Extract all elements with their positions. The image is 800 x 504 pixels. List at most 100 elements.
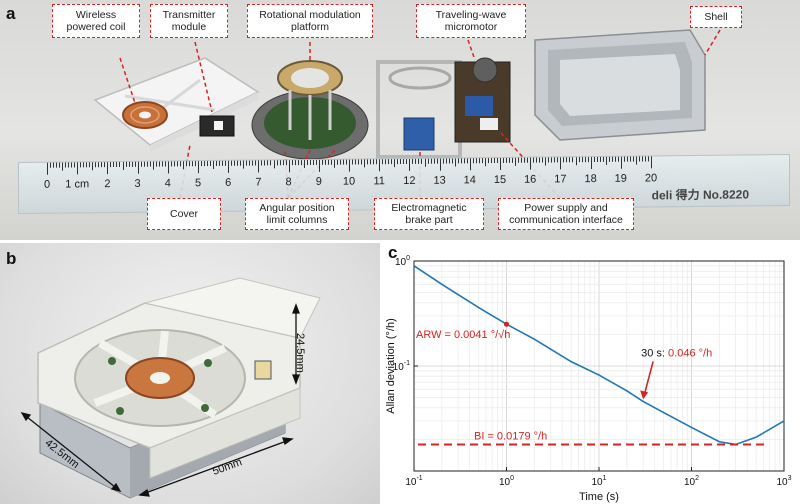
ruler-tick [194,161,196,167]
ruler-tick [599,156,601,162]
ruler-tick [409,158,411,171]
ruler-tick [632,156,634,162]
ruler-tick [623,156,625,162]
ruler-tick [518,157,520,163]
ruler-tick [626,156,628,162]
ruler-tick [92,162,94,171]
ruler-tick [201,161,203,167]
ruler-tick [563,157,565,163]
ruler-tick [122,161,124,170]
ruler-tick [569,157,571,163]
ruler-tick [382,159,384,165]
panel-letter-a: a [6,4,16,23]
x-tick-label: 100 [499,475,514,488]
callout-wireless-coil: Wireless powered coil [52,4,140,38]
ruler-tick [578,157,580,163]
ruler-tick [536,157,538,163]
ruler-tick [418,158,420,164]
ruler-tick [312,159,314,165]
ruler-tick [164,161,166,167]
ruler-tick [327,159,329,165]
ruler-tick [442,158,444,164]
ruler-number: 15 [493,173,507,187]
ruler-tick [216,160,218,166]
ruler-tick [641,156,643,162]
ruler-tick [466,158,468,164]
ruler-tick [140,161,142,167]
ruler-tick [554,157,556,163]
dimension-height: 24.5mm [294,333,306,373]
ruler-tick [581,157,583,163]
ruler-tick [170,161,172,167]
ruler-tick [110,162,112,168]
ruler-tick [448,158,450,164]
ruler-tick [433,158,435,164]
ruler-number: 14 [463,174,476,187]
ruler-tick [548,157,550,163]
series-point [662,411,665,414]
ruler-tick [95,162,97,168]
ruler-tick [635,156,637,165]
ruler-tick [56,162,58,168]
ruler-tick [47,162,48,175]
ruler-tick [155,161,157,167]
ruler-number: 12 [403,174,416,188]
series-point [690,426,693,429]
ruler-tick [336,159,338,165]
callout-shell: Shell [690,6,742,28]
ruler-tick [533,157,535,163]
ruler-tick [472,158,474,164]
ruler-tick [557,157,559,163]
ruler-tick [243,160,245,169]
ruler-brand: deli 得力 No.8220 [651,187,749,203]
series-point [642,400,644,403]
ruler-tick [415,158,417,164]
series-point [570,360,572,363]
ruler-tick [303,160,305,169]
ruler-tick [605,156,607,165]
panel-b-device-illustration [20,277,321,499]
x-tick-label: 10-1 [405,475,422,488]
series-point [718,440,721,443]
ruler-tick [68,162,70,168]
ruler-tick [228,160,230,173]
ruler-tick [370,159,372,165]
ruler-tick [261,160,263,166]
ruler-tick [572,157,574,163]
ruler-tick [388,159,390,165]
ruler-number: 19 [614,172,627,185]
ruler-tick [451,158,453,164]
ruler-tick [524,157,526,163]
series-point [783,420,785,422]
ruler-tick [364,159,366,168]
ruler-number: 13 [433,174,446,187]
ruler-tick [213,160,215,169]
ruler-tick [454,158,456,167]
ruler-tick [252,160,254,166]
ruler-tick [349,159,350,172]
ruler-tick [137,161,139,174]
ruler-tick [231,160,233,166]
series-point [441,283,443,286]
ruler-tick [74,162,76,168]
ruler-tick [463,158,465,164]
ruler-tick [530,157,532,170]
ruler-tick [179,161,181,167]
ruler-tick [515,157,517,166]
ruler-tick [629,156,631,162]
ruler-tick [651,156,652,169]
ruler-tick [125,161,127,167]
ruler-tick [509,157,511,163]
ruler-number: 0 [43,178,51,191]
ruler-tick [503,157,505,163]
x-tick-label: 102 [684,475,699,488]
ruler-tick [249,160,251,166]
ruler-tick [481,158,483,164]
ruler-tick [373,159,375,165]
ruler-tick [355,159,357,165]
ruler-tick [65,162,67,168]
ruler-tick [291,160,293,166]
ruler-tick [297,160,299,166]
ruler-tick [182,161,184,170]
